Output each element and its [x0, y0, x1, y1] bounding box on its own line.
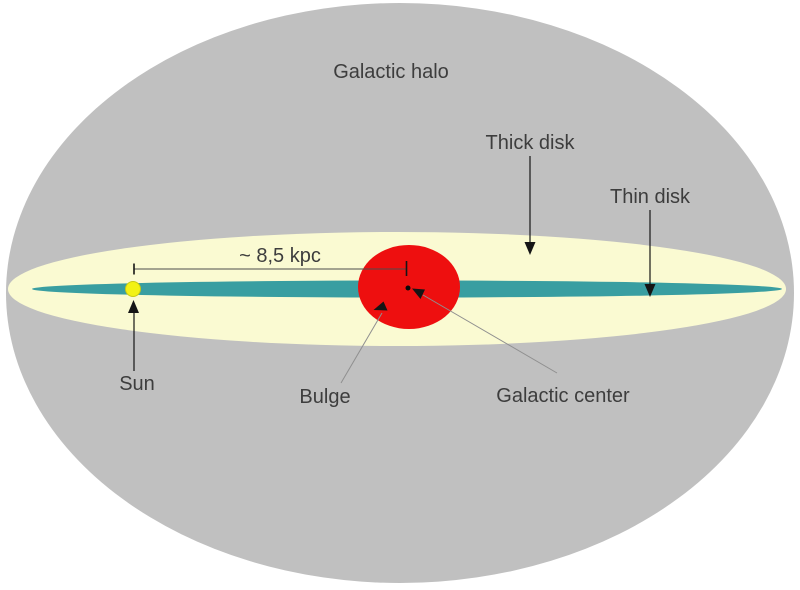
label-galactic-center: Galactic center — [496, 385, 630, 407]
label-galactic-halo: Galactic halo — [333, 61, 449, 83]
label-thick-disk: Thick disk — [486, 132, 576, 154]
bulge-annotation: Bulge — [299, 301, 388, 408]
thick-disk-annotation: Thick disk — [486, 132, 576, 255]
sun-dot — [125, 281, 141, 297]
label-sun: Sun — [119, 373, 155, 395]
sun-arrowhead-icon — [128, 300, 139, 313]
sun-annotation: Sun — [119, 300, 155, 395]
galactic-center-arrowhead-icon — [412, 288, 425, 299]
thin-disk-annotation: Thin disk — [610, 186, 691, 297]
bulge-leader-line — [340, 312, 383, 384]
distance-label: ~ 8,5 kpc — [239, 245, 321, 267]
distance-measure-line: ~ 8,5 kpc — [133, 245, 408, 276]
label-bulge: Bulge — [299, 386, 350, 408]
bulge-arrowhead-icon — [373, 301, 388, 311]
galactic-center-leader-line — [422, 294, 558, 374]
label-thin-disk: Thin disk — [610, 186, 691, 208]
thick-disk-arrowhead-icon — [524, 242, 536, 255]
galactic-center-dot — [405, 285, 411, 291]
thin-disk-arrowhead-icon — [644, 284, 656, 297]
galactic-center-annotation: Galactic center — [412, 288, 630, 407]
